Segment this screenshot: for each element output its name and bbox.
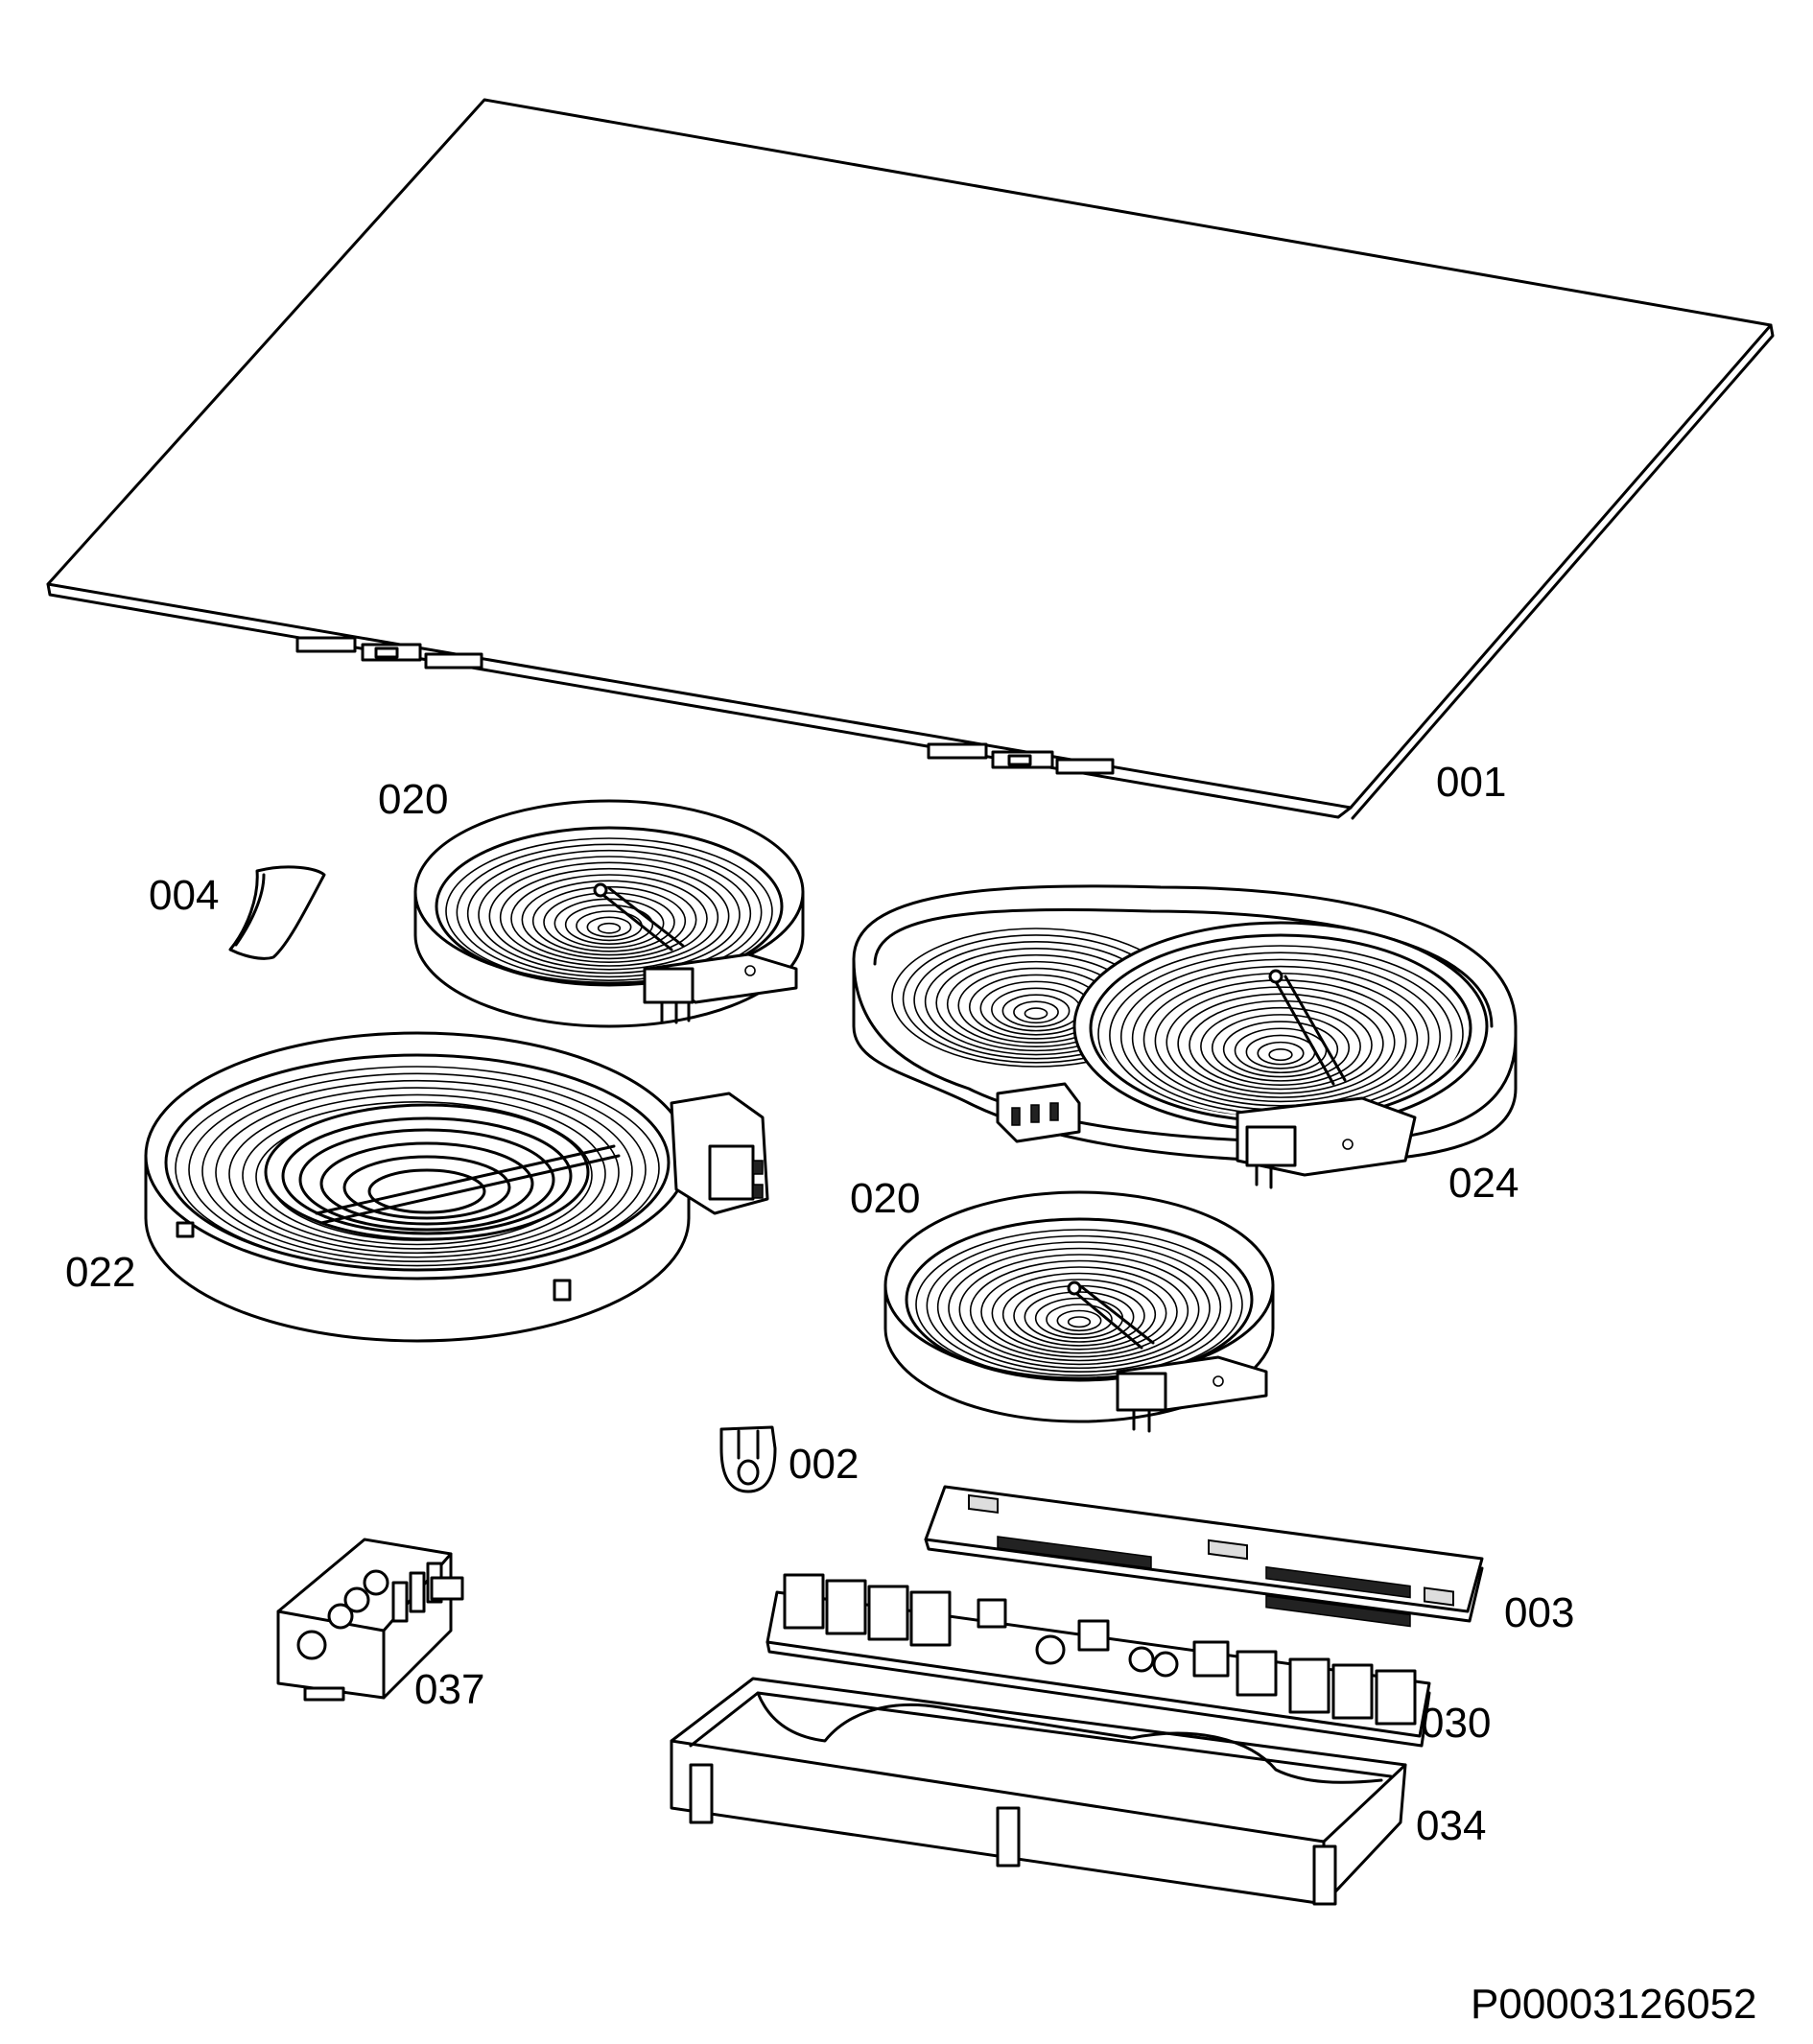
label-part-002: 002 xyxy=(789,1441,859,1488)
sensor-holder-drawing xyxy=(719,1425,777,1493)
coil-ring xyxy=(1046,1304,1113,1336)
label-part-004: 004 xyxy=(149,872,220,919)
heater-small-rear-drawing xyxy=(413,799,805,1028)
coil-ring xyxy=(1001,1279,1157,1351)
heater-oval-drawing xyxy=(852,884,1518,1189)
coil-ring xyxy=(1001,994,1071,1028)
coil-ring xyxy=(1211,1014,1351,1082)
label-part-024: 024 xyxy=(1448,1160,1519,1207)
coil-ring xyxy=(1177,993,1384,1094)
coil-ring xyxy=(1056,1309,1102,1332)
coil-ring xyxy=(445,837,773,985)
glass-top-plate xyxy=(46,98,1775,820)
coil-ring xyxy=(543,892,675,952)
coil-ring xyxy=(1166,986,1396,1098)
document-code: P00003126052 xyxy=(1471,1981,1757,2028)
coil-ring xyxy=(948,1247,1211,1370)
coil-ring xyxy=(936,1241,1222,1373)
heater-small-front-drawing xyxy=(883,1190,1275,1433)
glass-mounting-tabs xyxy=(295,636,1115,775)
coil-ring xyxy=(175,1066,660,1271)
coil-ring xyxy=(958,1254,1200,1366)
heater-large-dual-drawing xyxy=(144,1031,769,1343)
label-part-020-front: 020 xyxy=(850,1175,921,1222)
coil-ring xyxy=(1222,1021,1339,1078)
terminal-block-drawing xyxy=(276,1538,464,1702)
coil-ring xyxy=(1067,1316,1092,1328)
coil-ring xyxy=(969,1259,1189,1362)
label-part-001: 001 xyxy=(1436,759,1507,806)
label-part-020-rear: 020 xyxy=(378,776,449,823)
coil-ring xyxy=(466,849,752,978)
coil-ring xyxy=(1097,945,1464,1117)
coil-ring xyxy=(1109,952,1452,1117)
label-part-022: 022 xyxy=(65,1249,136,1296)
coil-ring xyxy=(1189,999,1373,1091)
coil-ring xyxy=(521,880,697,960)
relays-left xyxy=(783,1573,952,1647)
coil-ring xyxy=(228,1093,606,1255)
board-housing-drawing xyxy=(670,1677,1407,1906)
coil-ring xyxy=(926,1234,1233,1376)
coil-ring xyxy=(1268,1048,1293,1062)
coil-ring xyxy=(188,1072,647,1267)
coil-ring xyxy=(488,861,730,971)
coil-ring xyxy=(597,922,622,934)
coil-ring xyxy=(915,1229,1243,1380)
label-part-034: 034 xyxy=(1416,1802,1487,1849)
coil-ring xyxy=(564,904,654,946)
label-part-037: 037 xyxy=(414,1666,485,1713)
coil-ring xyxy=(242,1101,593,1250)
coil-ring xyxy=(478,856,741,975)
coil-ring xyxy=(586,916,632,938)
power-board-drawing xyxy=(765,1573,1431,1748)
coil-ring xyxy=(1013,1000,1059,1024)
coil-ring xyxy=(215,1087,620,1258)
coil-ring xyxy=(991,1272,1167,1354)
clip-drawing xyxy=(228,865,326,960)
coil-ring xyxy=(1200,1006,1361,1086)
coil-ring xyxy=(1257,1041,1305,1066)
coil-ring xyxy=(201,1079,633,1262)
coil-ring xyxy=(980,1266,1178,1358)
coil-ring xyxy=(1024,1007,1048,1020)
label-part-003: 003 xyxy=(1504,1589,1575,1636)
relays-right xyxy=(1288,1657,1417,1726)
coil-ring xyxy=(456,843,763,981)
coil-ring xyxy=(1234,1027,1328,1074)
coil-ring xyxy=(499,867,719,967)
label-part-030: 030 xyxy=(1421,1700,1492,1747)
coil-ring xyxy=(510,874,708,963)
